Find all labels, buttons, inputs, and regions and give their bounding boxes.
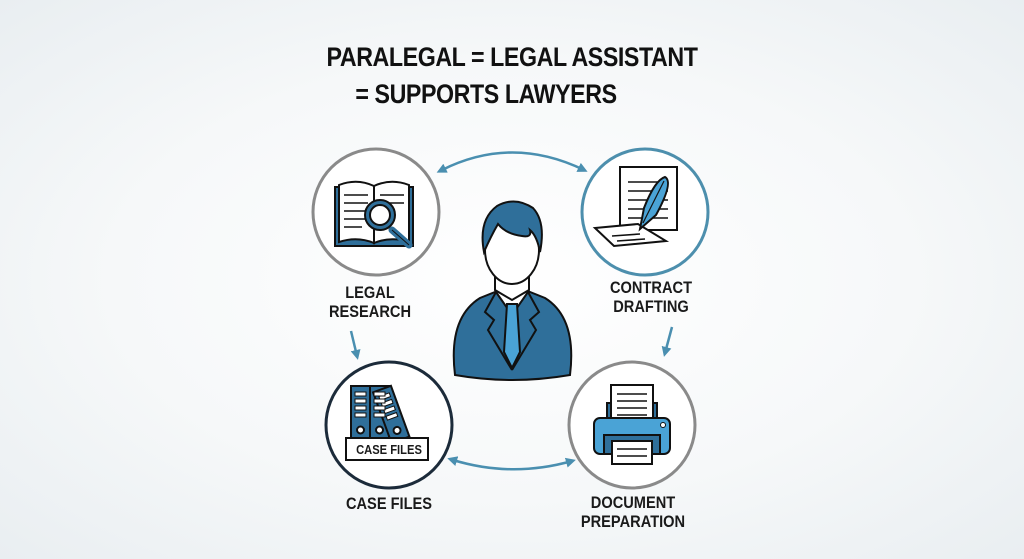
document-quill-icon [592, 166, 678, 248]
node-contract-drafting [580, 147, 710, 277]
node-case-files [324, 360, 454, 490]
label-legal-research-1: LEGAL [345, 283, 395, 302]
case-files-box-label: CASE FILES [356, 442, 422, 457]
label-case-files: CASE FILES [345, 494, 433, 513]
title-line-2: = SUPPORTS LAWYERS [355, 79, 617, 109]
label-document-preparation-1: DOCUMENT [590, 493, 676, 512]
node-document-preparation [567, 360, 697, 490]
label-contract-drafting-2: DRAFTING [613, 297, 689, 316]
label-contract-drafting-1: CONTRACT [609, 278, 693, 297]
title-line-1: PARALEGAL = LEGAL ASSISTANT [326, 42, 698, 72]
label-document-preparation-2: PREPARATION [580, 512, 686, 531]
printer-icon [593, 384, 671, 465]
arrow-research-drafting [436, 151, 588, 173]
arrow-casefiles-docprep [447, 456, 576, 471]
person-in-suit-icon [452, 200, 573, 381]
label-legal-research-2: RESEARCH [328, 302, 412, 321]
node-legal-research [311, 147, 441, 277]
binders-icon [345, 384, 429, 461]
arrow-research-casefiles [349, 330, 361, 360]
book-magnifier-icon [334, 180, 414, 249]
arrow-drafting-docprep [661, 326, 674, 357]
